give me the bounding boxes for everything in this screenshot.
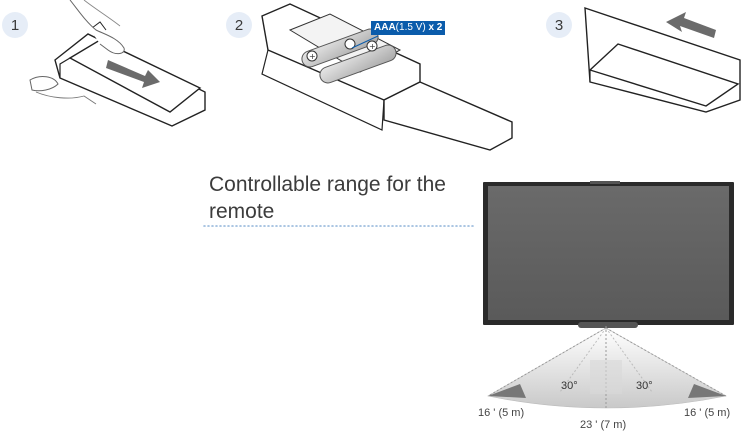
battery-label: AAA(1.5 V) x 2 <box>371 21 446 35</box>
step-3-badge: 3 <box>546 12 572 38</box>
right-distance-label: 16 ' (5 m) <box>684 407 731 419</box>
left-distance-label: 16 ' (5 m) <box>478 407 525 419</box>
svg-text:+: + <box>369 42 376 51</box>
left-angle-label: 30° <box>561 380 578 392</box>
tv-illustration <box>483 181 734 328</box>
range-fan-diagram <box>487 326 727 410</box>
step2-remote-illustration: + + <box>261 3 513 151</box>
battery-type: AAA <box>374 22 396 33</box>
center-distance-label: 23 ' (7 m) <box>580 419 627 431</box>
step-1-badge: 1 <box>2 12 28 38</box>
svg-text:+: + <box>309 52 316 61</box>
range-title: Controllable range for the remote <box>209 173 446 223</box>
step-2-badge: 2 <box>226 12 252 38</box>
right-angle-label: 30° <box>636 380 653 392</box>
battery-spec: (1.5 V) <box>395 22 426 33</box>
step1-remote-illustration <box>29 0 206 127</box>
step3-remote-illustration <box>584 7 741 113</box>
battery-count: x 2 <box>428 22 443 33</box>
